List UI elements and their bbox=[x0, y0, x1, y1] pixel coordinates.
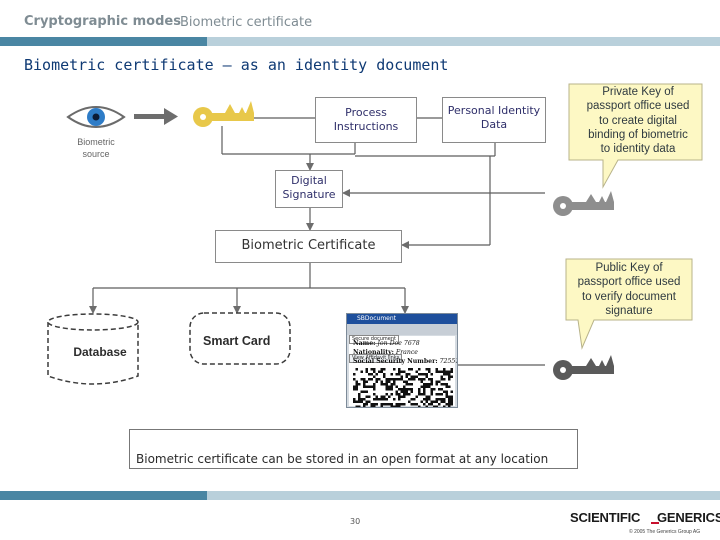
page-number: 30 bbox=[350, 517, 361, 526]
barcode-icon bbox=[353, 368, 453, 407]
eye-icon bbox=[66, 106, 126, 128]
database-label: Database bbox=[73, 345, 127, 359]
footer-bar-light bbox=[207, 491, 720, 500]
document-field-name: Name: Jon Doe 7678 bbox=[353, 340, 420, 347]
database-cylinder-icon bbox=[47, 313, 139, 385]
logo-separator bbox=[651, 522, 659, 524]
digital-signature-box: Digital Signature bbox=[275, 170, 343, 208]
logo-text-generics: GENERICS bbox=[657, 510, 720, 525]
biometric-certificate-box: Biometric Certificate bbox=[215, 230, 402, 263]
dark-key-icon bbox=[553, 355, 614, 380]
logo-text-scientific: SCIENTIFIC bbox=[570, 510, 641, 525]
breadcrumb-section: Cryptographic modes bbox=[24, 14, 181, 29]
smart-card-label: Smart Card bbox=[203, 334, 271, 348]
public-key-note: Public Key of passport office used to ve… bbox=[577, 262, 681, 317]
public-key-callout bbox=[565, 258, 693, 350]
copyright-notice: © 2005 The Generics Group AG bbox=[629, 529, 701, 535]
document-window-thumbnail: SBDocument Secure document View Affidavi… bbox=[346, 313, 458, 408]
arrow-eye-to-key bbox=[134, 108, 178, 125]
header-bar-dark bbox=[0, 37, 207, 46]
document-field-ssn: Social Security Number: 72551 bbox=[353, 358, 458, 365]
document-window-body: Name: Jon Doe 7678 Nationality: France S… bbox=[349, 336, 458, 407]
document-field-nationality: Nationality: France bbox=[353, 349, 418, 356]
private-key-note: Private Key of passport office used to c… bbox=[586, 86, 690, 156]
footer-bar-dark bbox=[0, 491, 207, 500]
slide-title: Biometric certificate – as an identity d… bbox=[24, 56, 449, 74]
process-instructions-box: Process Instructions bbox=[315, 97, 417, 143]
breadcrumb-topic: Biometric certificate bbox=[180, 15, 313, 30]
gray-key-icon bbox=[553, 191, 614, 216]
personal-identity-data-box: Personal Identity Data bbox=[442, 97, 546, 143]
smart-card-icon bbox=[189, 312, 291, 365]
document-window-titlebar: SBDocument bbox=[347, 314, 457, 324]
golden-key-icon bbox=[193, 101, 254, 127]
private-key-callout bbox=[568, 83, 703, 189]
header-bar-light bbox=[207, 37, 720, 46]
biometric-source-label: Biometric source bbox=[77, 137, 115, 159]
connector-lines bbox=[89, 117, 545, 366]
document-window-tabs: Secure document View Affidavit links bbox=[347, 324, 457, 363]
storage-note-box: Biometric certificate can be stored in a… bbox=[129, 429, 578, 469]
tab-view-affidavit-links: View Affidavit links bbox=[349, 354, 403, 363]
